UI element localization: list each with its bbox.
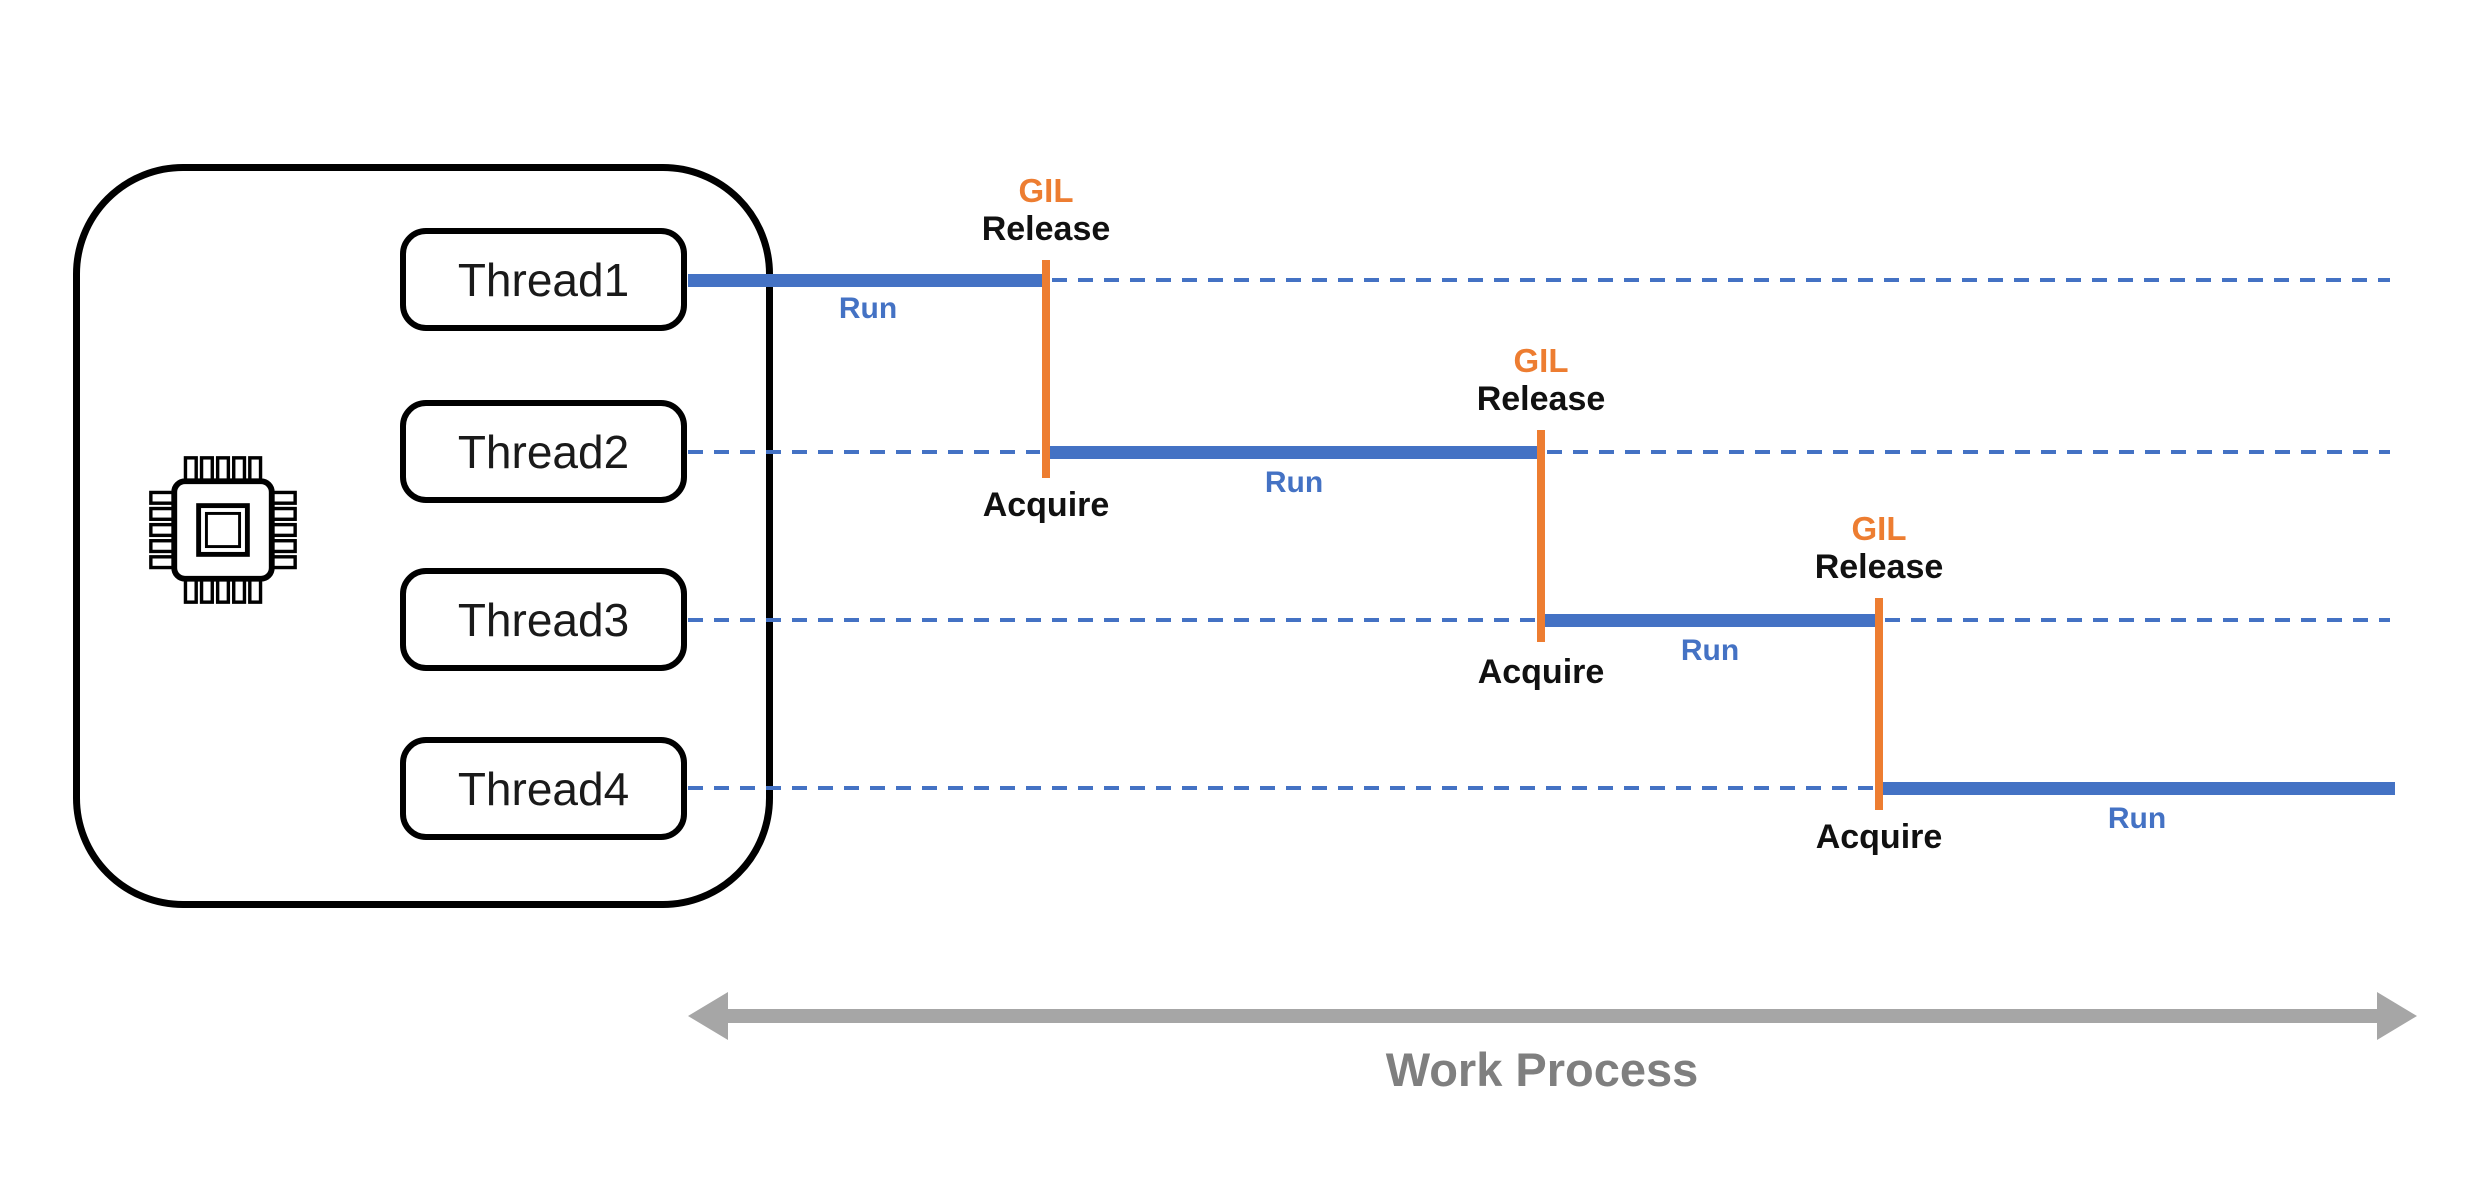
- run-label-3: Run: [1680, 634, 1740, 667]
- release-label-3: Release: [1814, 548, 1944, 586]
- run-label-2: Run: [1264, 466, 1324, 499]
- thread4-run-segment: [1882, 782, 2395, 795]
- gil-marker-line-2: [1537, 430, 1545, 642]
- cpu-container-box: [73, 164, 773, 908]
- thread1-idle-dash-line: [1052, 278, 2390, 282]
- thread-box-thread3: Thread3: [400, 568, 687, 671]
- thread1-label: Thread1: [457, 253, 630, 306]
- work-process-arrow: [688, 992, 2417, 1040]
- thread2-idle-dash-line-left: [688, 450, 1040, 454]
- thread3-idle-dash-line-right: [1885, 618, 2390, 622]
- thread2-idle-dash-line-right: [1547, 450, 2390, 454]
- release-label-2: Release: [1476, 380, 1606, 418]
- thread-box-thread1: Thread1: [400, 228, 687, 331]
- thread4-idle-dash-line: [688, 786, 1873, 790]
- thread3-idle-dash-line-left: [688, 618, 1535, 622]
- thread-box-thread2: Thread2: [400, 400, 687, 503]
- thread3-run-segment: [1544, 614, 1876, 627]
- thread2-run-segment: [1049, 446, 1538, 459]
- run-label-1: Run: [838, 292, 898, 325]
- run-label-4: Run: [2107, 802, 2167, 835]
- acquire-label-1: Acquire: [982, 486, 1110, 524]
- gil-marker-line-1: [1042, 260, 1050, 478]
- thread1-run-segment: [688, 274, 1044, 287]
- release-label-1: Release: [981, 210, 1111, 248]
- gil-label-2: GIL: [1513, 342, 1569, 379]
- thread3-label: Thread3: [457, 593, 630, 646]
- acquire-label-2: Acquire: [1477, 653, 1605, 691]
- cpu-chip-icon: [149, 456, 297, 604]
- work-process-label: Work Process: [1385, 1043, 1699, 1096]
- thread-box-thread4: Thread4: [400, 737, 687, 840]
- acquire-label-3: Acquire: [1815, 818, 1943, 856]
- gil-marker-line-3: [1875, 598, 1883, 810]
- gil-label-3: GIL: [1851, 510, 1907, 547]
- thread4-label: Thread4: [457, 762, 630, 815]
- gil-label-1: GIL: [1018, 172, 1074, 209]
- thread2-label: Thread2: [457, 425, 630, 478]
